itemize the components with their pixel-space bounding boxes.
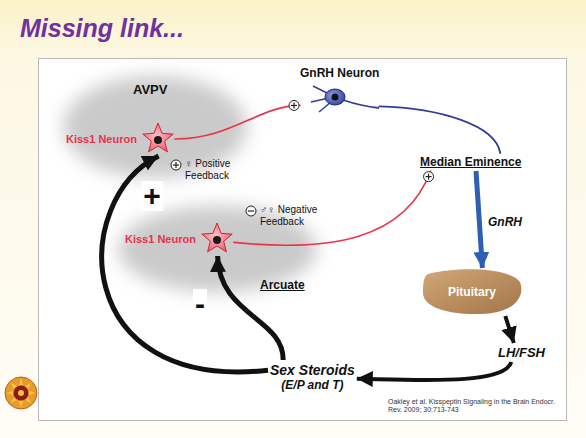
node-text: Arcuate — [260, 278, 305, 292]
sex-steroids: Sex Steroids(E/P and T) — [268, 360, 357, 394]
gnrh-neuron: GnRH Neuron — [300, 66, 379, 114]
gnrh-cell-body — [309, 80, 379, 114]
sign-symbol — [170, 159, 182, 171]
hormone-arrow — [505, 316, 514, 343]
hormone-arrow — [476, 171, 482, 268]
sign-symbol — [245, 205, 257, 217]
node-text: AVPV — [133, 82, 167, 97]
node-text: LH/FSH — [498, 345, 545, 360]
hormone-arrow — [357, 362, 512, 380]
synapse-plus — [289, 100, 299, 110]
node-text: Kiss1 Neuron — [66, 133, 137, 145]
kiss1-cell-body — [141, 122, 175, 156]
hormone-label: LH/FSH — [496, 343, 547, 362]
edge-label: + — [141, 181, 163, 211]
label-text: ♂♀ Negative Feedback — [260, 204, 328, 228]
kiss1-neuron: Kiss1 Neuron — [125, 222, 234, 256]
node-text: Kiss1 Neuron — [125, 233, 196, 245]
median-eminence: Median Eminence — [418, 153, 523, 171]
node-text: GnRH Neuron — [300, 66, 379, 80]
edge-label: - — [193, 289, 207, 319]
axon-line — [379, 106, 500, 153]
node-text: Median Eminence — [420, 155, 521, 169]
citation: Oakley et al. Kisspeptin Signaling in th… — [388, 398, 563, 415]
edge-label: GnRH — [486, 216, 524, 228]
label-text: Oakley et al. Kisspeptin Signaling in th… — [388, 398, 563, 415]
feedback-note: ♀ Positive Feedback — [170, 158, 247, 182]
label-text: ♀ Positive Feedback — [185, 158, 247, 182]
feedback-note: ♂♀ Negative Feedback — [245, 204, 328, 228]
kiss1-cell-body — [200, 222, 234, 256]
node-text: Sex Steroids — [270, 362, 355, 378]
slide-title: Missing link... — [20, 14, 184, 43]
node-text: (E/P and T) — [270, 378, 355, 392]
kiss1-neuron: Kiss1 Neuron — [66, 122, 175, 156]
pituitary-gland: Pituitary — [420, 268, 524, 316]
node-text: Pituitary — [448, 285, 496, 299]
synapse-plus — [424, 172, 434, 182]
